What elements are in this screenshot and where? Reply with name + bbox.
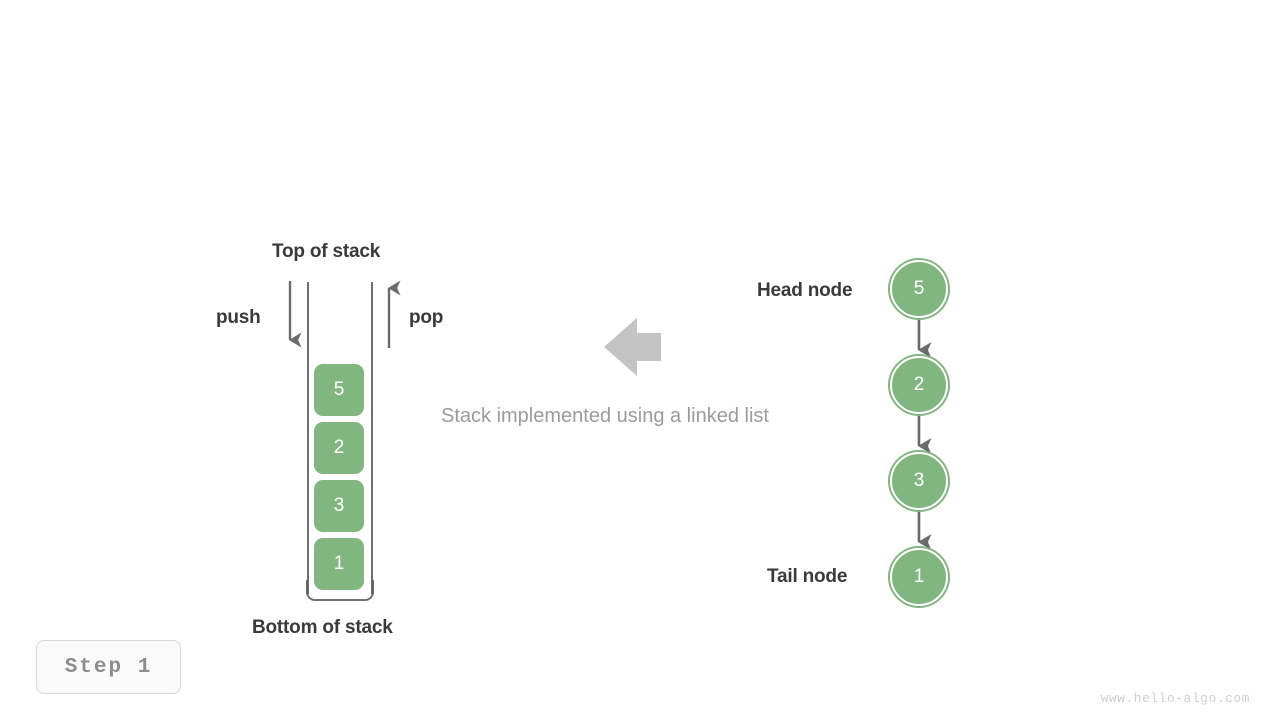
stack-container-right-wall bbox=[371, 282, 373, 594]
linked-list-node-value: 3 bbox=[913, 470, 925, 491]
linked-list-node-value: 5 bbox=[913, 278, 925, 299]
linked-list-node-3[interactable]: 1 bbox=[890, 548, 948, 606]
stack-element-value: 5 bbox=[333, 379, 345, 400]
head-node-label: Head node bbox=[757, 280, 853, 301]
stack-element-value: 3 bbox=[333, 495, 345, 516]
stack-element-1[interactable]: 2 bbox=[314, 422, 364, 474]
stack-element-value: 2 bbox=[333, 437, 345, 458]
arrow-left-icon bbox=[604, 318, 661, 376]
tail-node-label: Tail node bbox=[767, 566, 848, 587]
push-label: push bbox=[216, 307, 261, 328]
linked-list-node-1[interactable]: 2 bbox=[890, 356, 948, 414]
watermark: www.hello-algo.com bbox=[1100, 691, 1250, 706]
stack-container-bottom bbox=[306, 580, 374, 601]
linked-list-node-value: 1 bbox=[913, 566, 925, 587]
top-of-stack-label: Top of stack bbox=[272, 241, 381, 262]
stack-element-2[interactable]: 3 bbox=[314, 480, 364, 532]
stack-element-3[interactable]: 1 bbox=[314, 538, 364, 590]
pop-label: pop bbox=[409, 307, 444, 328]
stack-element-0[interactable]: 5 bbox=[314, 364, 364, 416]
linked-list-node-0[interactable]: 5 bbox=[890, 260, 948, 318]
stack-element-value: 1 bbox=[333, 553, 345, 574]
bottom-of-stack-label: Bottom of stack bbox=[252, 617, 393, 638]
center-caption: Stack implemented using a linked list bbox=[441, 405, 769, 427]
linked-list-node-2[interactable]: 3 bbox=[890, 452, 948, 510]
step-badge: Step 1 bbox=[36, 640, 181, 694]
stack-container-left-wall bbox=[307, 282, 309, 594]
linked-list-node-value: 2 bbox=[913, 374, 925, 395]
